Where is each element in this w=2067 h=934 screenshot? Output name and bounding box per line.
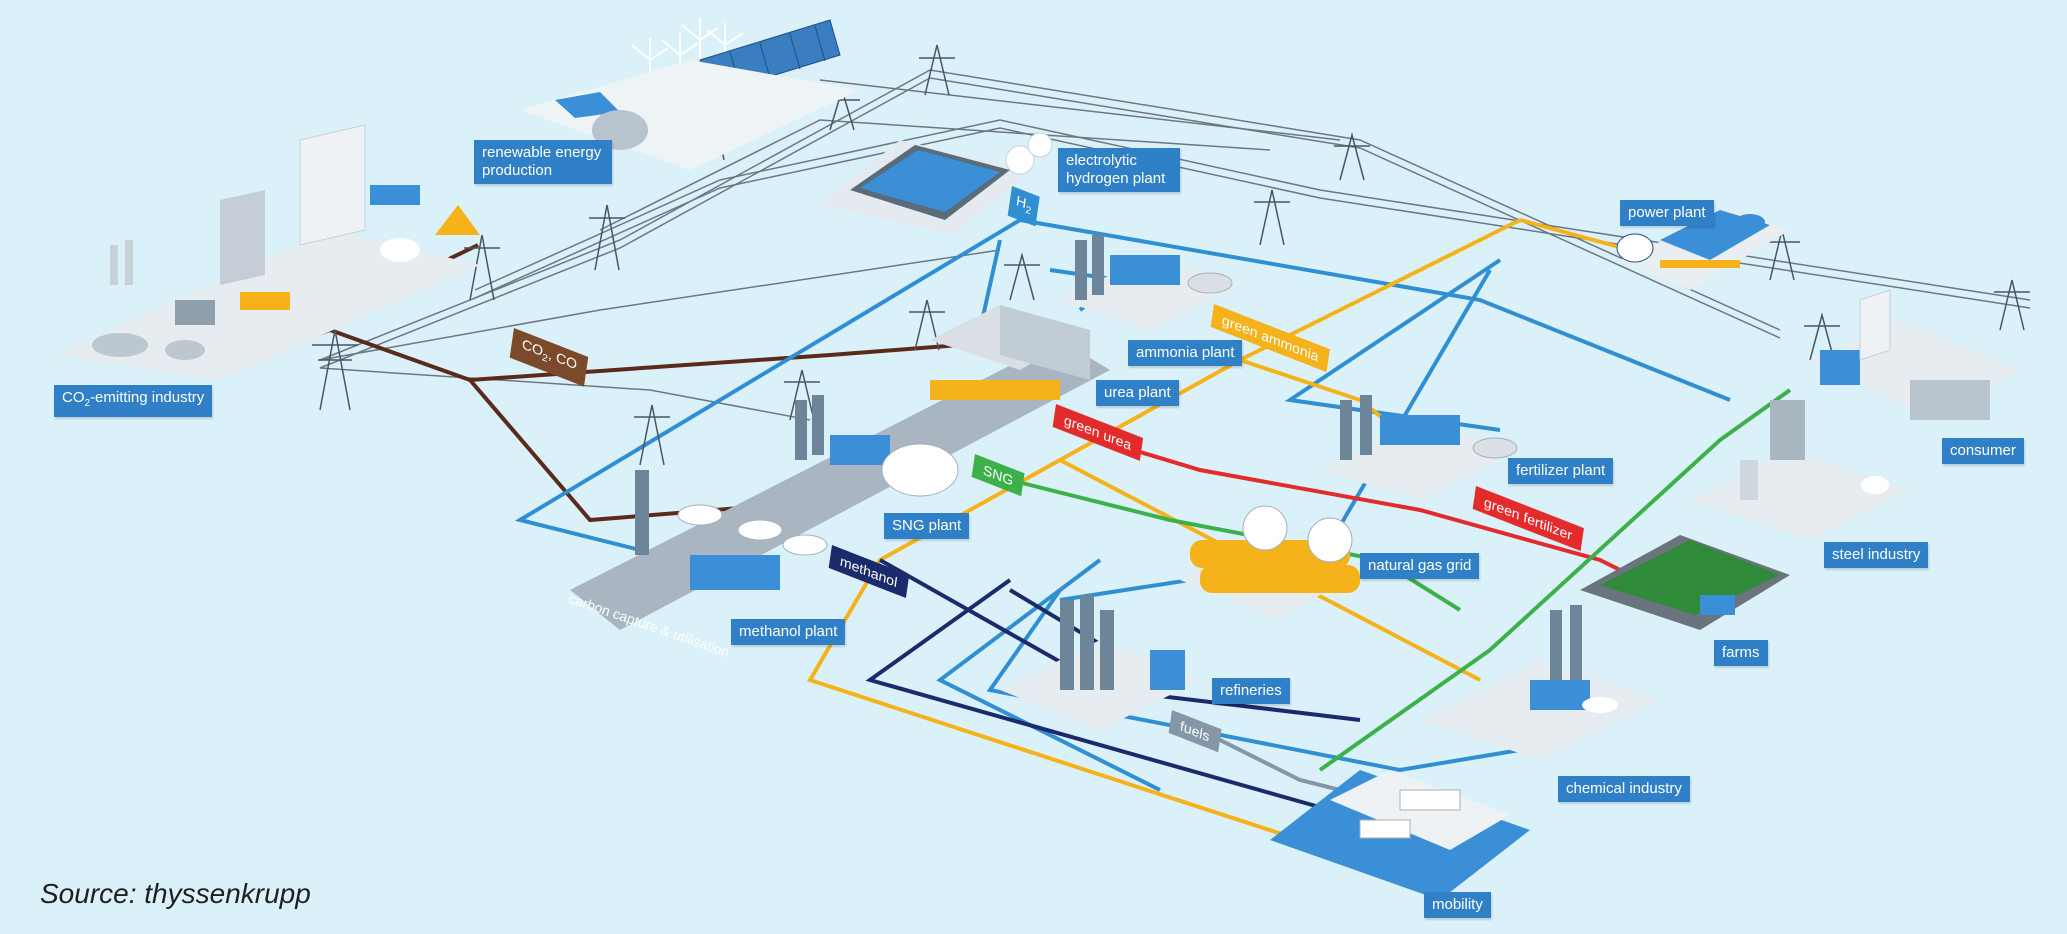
- label-sng-plant: SNG plant: [884, 513, 970, 539]
- power-plant-building: [1616, 210, 1790, 290]
- methanol-plant-building: [635, 470, 828, 590]
- label-ammonia-plant: ammonia plant: [1128, 340, 1243, 366]
- label-farms: farms: [1714, 640, 1768, 666]
- fertilizer-plant-building: [1320, 395, 1520, 500]
- label-methanol-plant: methanol plant: [731, 619, 846, 645]
- label-power-plant: power plant: [1620, 200, 1714, 226]
- label-fertilizer-plant: fertilizer plant: [1508, 458, 1614, 484]
- label-refineries: refineries: [1212, 678, 1290, 704]
- steel-plant-buildings: [1690, 400, 1910, 540]
- farm-icon: [1580, 535, 1790, 630]
- label-renewable-energy: renewable energy production: [474, 140, 612, 184]
- electrolyzer-building: [820, 132, 1053, 235]
- chemical-plant-buildings: [1420, 605, 1660, 760]
- label-electrolytic-hydrogen: electrolytic hydrogen plant: [1058, 148, 1180, 192]
- label-consumer: consumer: [1942, 438, 2024, 464]
- label-chemical-industry: chemical industry: [1558, 776, 1690, 802]
- tank-icon: [1060, 235, 1240, 330]
- urea-pipeline: [1099, 438, 1641, 582]
- label-natural-gas-grid: natural gas grid: [1360, 553, 1480, 579]
- consumer-buildings: [1810, 289, 2020, 420]
- label-mobility: mobility: [1424, 892, 1491, 918]
- vehicle-icon: [1270, 770, 1530, 900]
- gas-grid-tanks: [1180, 505, 1360, 620]
- label-co2-emitting-industry: CO2-emitting industry: [54, 385, 213, 417]
- label-steel-industry: steel industry: [1824, 542, 1929, 568]
- sng-plant-building: [795, 395, 959, 497]
- label-urea-plant: urea plant: [1096, 380, 1179, 406]
- factory-icon: [55, 124, 480, 380]
- source-caption: Source: thyssenkrupp: [40, 878, 311, 909]
- refinery-towers: [1000, 595, 1200, 730]
- power-lines: [319, 69, 2031, 421]
